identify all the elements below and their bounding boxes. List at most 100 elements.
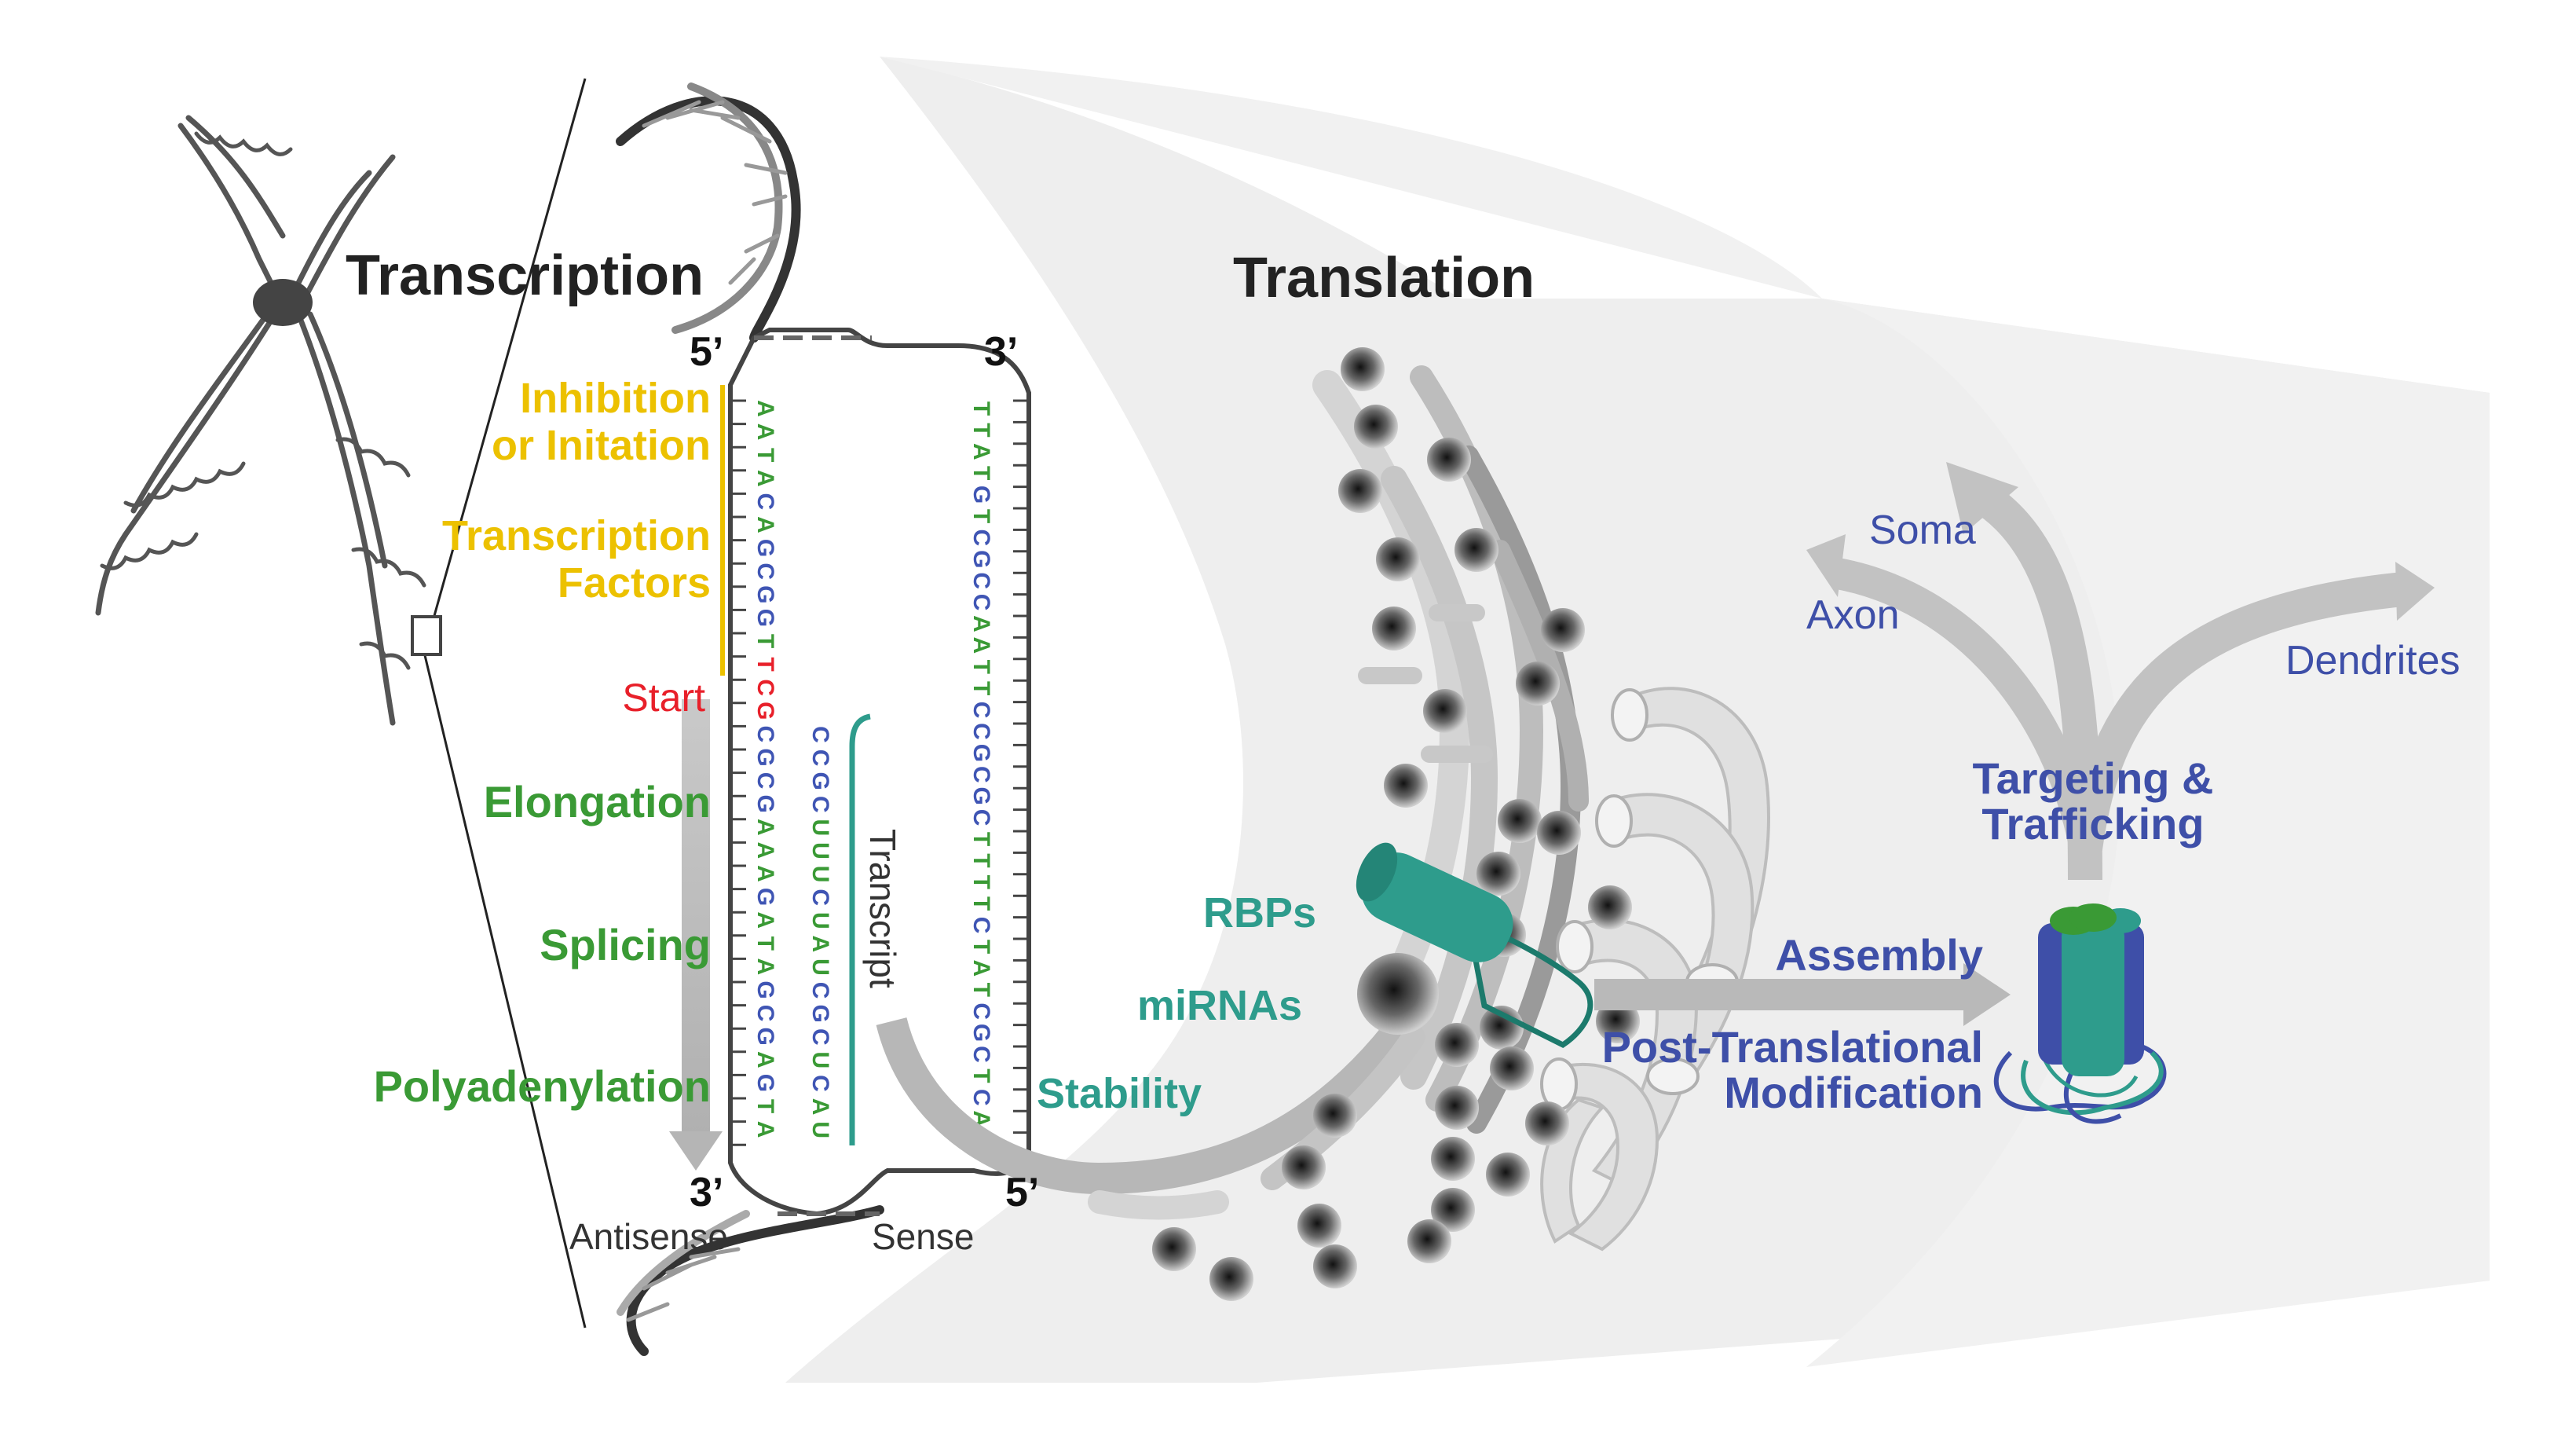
translating-ribosome <box>1357 953 1439 1035</box>
antisense-nucleotide: A <box>752 958 778 976</box>
sense-nucleotide: C <box>968 723 994 740</box>
transcript-nucleotide: G <box>807 772 833 790</box>
antisense-nucleotide: G <box>752 980 778 999</box>
sense-nucleotide: T <box>968 681 994 695</box>
ribosome <box>1516 662 1560 706</box>
sense-nucleotide: C <box>968 1002 994 1020</box>
rbps-label: RBPs <box>1203 889 1316 936</box>
sense-nucleotide: A <box>968 615 994 632</box>
transcript-strand-line <box>849 713 871 1145</box>
ribosome <box>1376 537 1420 581</box>
rbp-protein <box>1356 842 1594 1049</box>
antisense-nucleotide: A <box>752 1051 778 1068</box>
golgi-apparatus <box>1540 687 1770 1252</box>
ribosome <box>1541 608 1585 652</box>
transcript-nucleotide: C <box>807 726 833 743</box>
transcript-nucleotide: C <box>807 796 833 813</box>
ribosome <box>1313 1094 1357 1138</box>
ptm-label-line1: Post-Translational <box>1602 1022 1983 1072</box>
targeting-label-line1: Targeting & <box>1973 753 2214 803</box>
tf-label-line1: Transcription <box>442 512 711 559</box>
assembly-arrow <box>1594 963 2011 1026</box>
antisense-nucleotide: T <box>752 634 778 648</box>
antisense-nucleotide: A <box>752 842 778 859</box>
antisense-nucleotide: A <box>752 1121 778 1138</box>
transcript-nucleotide: U <box>807 1052 833 1069</box>
ribosome <box>1341 347 1385 391</box>
transcript-nucleotide: C <box>807 1028 833 1046</box>
antisense-nucleotide: G <box>752 1074 778 1092</box>
antisense-nucleotide: A <box>752 470 778 487</box>
ribosome <box>1525 1101 1569 1145</box>
sense-nucleotide: C <box>968 1089 994 1106</box>
transcript-nucleotide: U <box>807 912 833 929</box>
ribosome <box>1431 1188 1475 1232</box>
start-label: Start <box>622 676 705 720</box>
antisense-nucleotide: T <box>752 657 778 671</box>
antisense-nucleotide: A <box>752 423 778 441</box>
sense-nucleotide: T <box>968 832 994 846</box>
antisense-nucleotide: G <box>752 795 778 813</box>
antisense-nucleotide: G <box>752 1028 778 1046</box>
ribosome <box>1407 1219 1451 1263</box>
antisense-nucleotide: C <box>752 1005 778 1022</box>
transcript-nucleotide: U <box>807 958 833 976</box>
ribosome <box>1454 528 1498 572</box>
sense-nucleotide: T <box>968 423 994 437</box>
axon-label: Axon <box>1806 592 1900 638</box>
splicing-label: Splicing <box>540 920 711 969</box>
elongation-arrow <box>669 699 723 1171</box>
antisense-nucleotide: C <box>752 772 778 790</box>
antisense-nucleotide: C <box>752 563 778 580</box>
targeting-label-line2: Trafficking <box>1981 799 2204 848</box>
ribosome <box>1435 1086 1479 1130</box>
antisense-nucleotide: A <box>752 911 778 929</box>
soma-arrowhead <box>1946 462 2018 534</box>
ribosome <box>1435 1023 1479 1067</box>
ribosome <box>1476 852 1520 896</box>
antisense-nucleotide: A <box>752 400 778 417</box>
sense-nucleotide: T <box>968 853 994 867</box>
sense-nucleotide: T <box>968 896 994 911</box>
sense-nucleotide: A <box>968 637 994 654</box>
centromere <box>253 279 313 326</box>
inhibition-label-line2: or Initation <box>492 422 711 469</box>
antisense-nucleotide: C <box>752 493 778 511</box>
sense-nucleotide: G <box>968 744 994 762</box>
sense-nucleotide: C <box>968 917 994 934</box>
sense-nucleotide: G <box>968 1024 994 1042</box>
antisense-nucleotide: C <box>752 726 778 743</box>
inhibition-label-line1: Inhibition <box>520 375 711 422</box>
ribosome <box>1338 469 1382 513</box>
sense-nucleotide: C <box>968 572 994 589</box>
antisense-nucleotide: T <box>752 1099 778 1113</box>
sense-nucleotide: T <box>968 466 994 480</box>
sense-nucleotide: T <box>968 983 994 997</box>
translation-title: Translation <box>1233 247 1535 310</box>
sense-nucleotide: G <box>968 787 994 805</box>
dna-helix-top <box>616 82 801 343</box>
antisense-nucleotide: G <box>752 539 778 557</box>
tf-label-line2: Factors <box>558 559 711 607</box>
dendrites-label: Dendrites <box>2285 638 2461 684</box>
soma-label: Soma <box>1869 508 1976 553</box>
dendrites-arrowhead <box>2395 562 2435 621</box>
ribosome <box>1313 1244 1357 1288</box>
ribosome <box>1431 1137 1475 1181</box>
sense-five-prime-label: 5’ <box>1005 1170 1039 1215</box>
sense-nucleotide: C <box>968 594 994 611</box>
transcript-label: Transcript <box>862 829 903 988</box>
sense-nucleotide: A <box>968 960 994 977</box>
ribosome <box>1498 799 1542 843</box>
mirnas-label: miRNAs <box>1137 982 1302 1029</box>
transcript-nucleotide: U <box>807 842 833 859</box>
elongation-label: Elongation <box>484 777 711 826</box>
assembly-label: Assembly <box>1775 930 1983 980</box>
sense-nucleotide: T <box>968 509 994 523</box>
ribosome <box>1282 1145 1326 1189</box>
antisense-nucleotide: T <box>752 936 778 951</box>
antisense-label: Antisense <box>569 1216 728 1257</box>
